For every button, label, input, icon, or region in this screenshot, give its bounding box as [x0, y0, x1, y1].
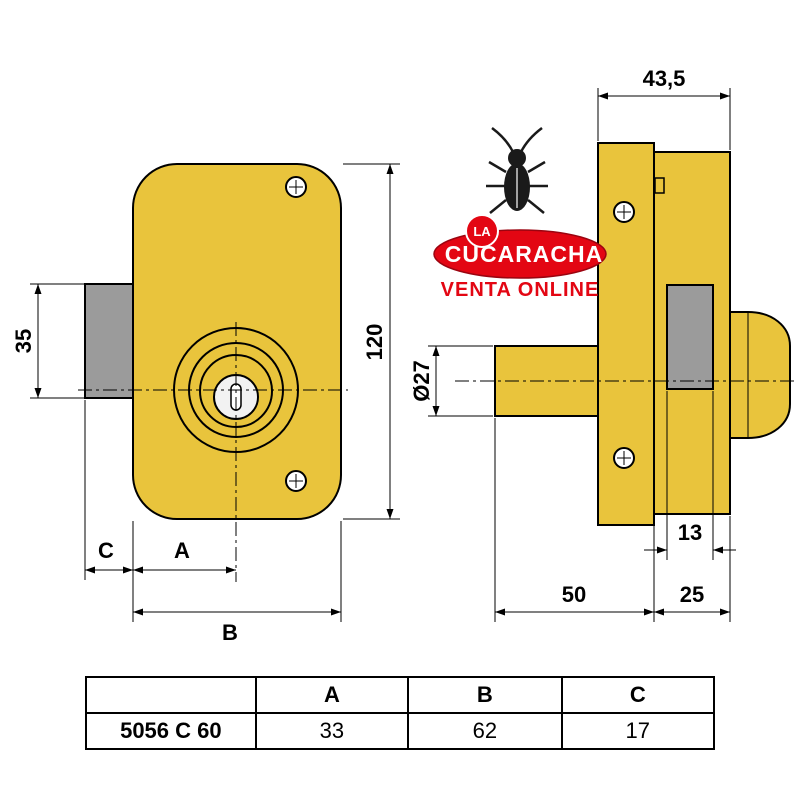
spec-header-c: C [560, 676, 716, 714]
cockroach-icon [486, 127, 548, 214]
brand-name: CUCARACHA [445, 241, 604, 267]
dim-cylinder-length-label: 50 [562, 582, 586, 607]
dim-b-label: B [222, 620, 238, 645]
side-bolt [729, 311, 791, 439]
front-screw-hole-top [285, 176, 307, 198]
side-gray-insert [666, 284, 714, 390]
dim-a-label: A [174, 538, 190, 563]
spec-header-b: B [407, 676, 563, 714]
front-screw-hole-bottom [285, 470, 307, 492]
spec-header-empty [85, 676, 257, 714]
side-slot-detail [654, 177, 665, 194]
logo: CUCARACHA LA VENTA ONLINE [433, 127, 607, 301]
dim-c-label: C [98, 538, 114, 563]
side-dimensions: 43,5 Ø27 13 50 25 [409, 66, 736, 622]
la-text: LA [473, 224, 491, 239]
dim-body-depth-label: 25 [680, 582, 704, 607]
dim-total-height-label: 120 [362, 324, 387, 361]
front-dimensions: 35 120 C A B [11, 163, 400, 645]
dim-back-height-label: 35 [11, 329, 36, 353]
side-screw-hole-bottom [613, 447, 635, 469]
logo-tagline: VENTA ONLINE [441, 279, 600, 301]
dim-slot-width-label: 13 [678, 520, 702, 545]
spec-value-a: 33 [254, 712, 410, 750]
side-screw-hole-top [613, 201, 635, 223]
spec-table: A B C 5056 C 60 33 62 17 [85, 676, 716, 750]
spec-model: 5056 C 60 [85, 712, 257, 750]
spec-table-header-row: A B C [85, 676, 716, 714]
front-view [78, 163, 348, 582]
spec-header-a: A [254, 676, 410, 714]
front-cylinder-back-block [84, 283, 134, 399]
dim-top-width-label: 43,5 [643, 66, 686, 91]
spec-table-data-row: 5056 C 60 33 62 17 [85, 712, 716, 750]
spec-value-c: 17 [560, 712, 716, 750]
la-circle [465, 214, 499, 248]
front-lock-body [132, 163, 342, 520]
side-view [455, 142, 795, 526]
dim-cylinder-diameter-label: Ø27 [409, 360, 434, 402]
spec-value-b: 62 [407, 712, 563, 750]
